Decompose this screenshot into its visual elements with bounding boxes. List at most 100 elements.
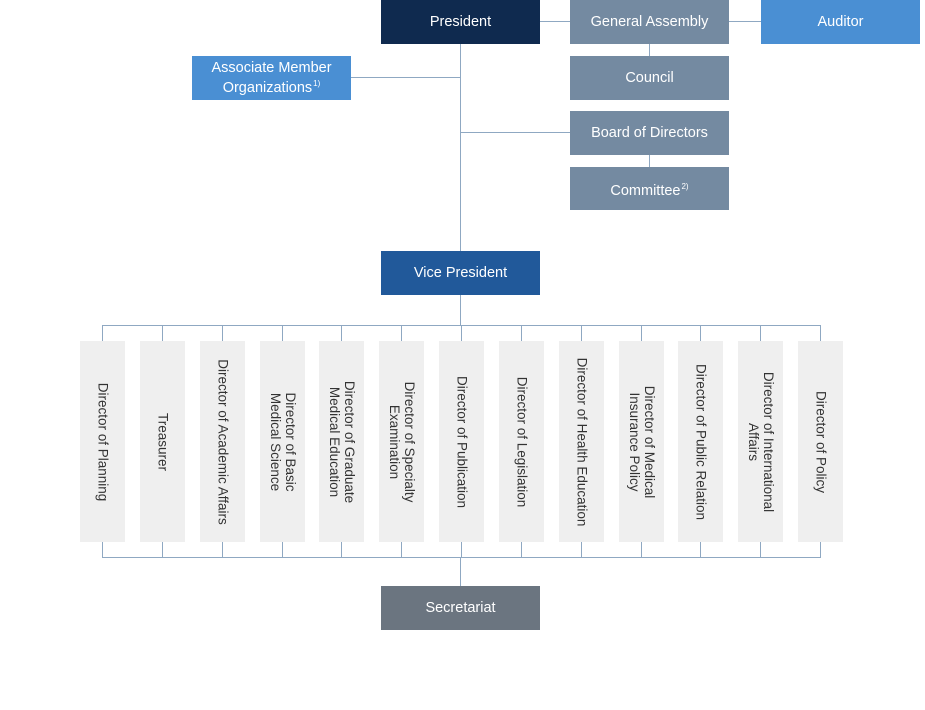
column-drop-top: [820, 325, 821, 341]
director-box: Treasurer: [140, 341, 185, 542]
director-label: Director of Health Education: [574, 347, 589, 537]
column-drop-top: [102, 325, 103, 341]
column-drop-bottom: [401, 542, 402, 558]
column-drop-bottom: [102, 542, 103, 558]
associate-footnote: 1): [313, 79, 321, 88]
director-label: Director of Legislation: [514, 347, 529, 537]
column-drop-top: [641, 325, 642, 341]
director-label-line1: Director of International: [760, 371, 776, 512]
committee-label: Committee2): [610, 181, 689, 199]
associate-member-box: Associate Member Organizations1): [192, 56, 351, 100]
director-label-line2: Examination: [386, 404, 402, 479]
director-label-line2: Insurance Policy: [626, 391, 642, 492]
column-drop-top: [700, 325, 701, 341]
director-label-line1: Director of Policy: [813, 390, 828, 493]
director-label: Director of Academic Affairs: [215, 347, 230, 537]
director-label-line1: Treasurer: [155, 412, 170, 471]
director-label-line2: Affairs: [745, 422, 761, 461]
column-drop-bottom: [162, 542, 163, 558]
connector-secretariat: [460, 557, 461, 586]
director-label-line1: Director of Graduate: [341, 380, 357, 503]
board-of-directors-box: Board of Directors: [570, 111, 729, 155]
auditor-label: Auditor: [817, 14, 864, 30]
director-label-line1: Director of Specialty: [401, 381, 417, 502]
director-label-line2: Medical Science: [267, 392, 283, 491]
auditor-box: Auditor: [761, 0, 920, 44]
president-label: President: [429, 14, 492, 30]
column-drop-top: [401, 325, 402, 341]
director-label-line2: Medical Education: [326, 386, 342, 497]
director-label: Director of Policy: [813, 347, 828, 537]
director-box: Director of Publication: [439, 341, 484, 542]
column-drop-bottom: [820, 542, 821, 558]
director-box: Director of Academic Affairs: [200, 341, 245, 542]
column-drop-top: [162, 325, 163, 341]
director-label-line1: Director of Medical: [641, 385, 657, 498]
committee-footnote: 2): [681, 181, 689, 191]
connector-president-assembly: [540, 21, 570, 22]
column-drop-top: [222, 325, 223, 341]
director-label-line1: Director of Planning: [95, 382, 110, 501]
column-drop-top: [581, 325, 582, 341]
director-box: Director of Legislation: [499, 341, 544, 542]
director-label: Treasurer: [155, 347, 170, 537]
associate-label-line2: Organizations1): [222, 79, 321, 96]
connector-assembly-council: [649, 44, 650, 56]
column-drop-bottom: [700, 542, 701, 558]
board-label: Board of Directors: [591, 125, 708, 141]
committee-box: Committee2): [570, 167, 729, 210]
council-box: Council: [570, 56, 729, 100]
director-label-line1: Director of Legislation: [514, 376, 529, 507]
secretariat-box: Secretariat: [381, 586, 540, 630]
column-drop-bottom: [341, 542, 342, 558]
vice-president-box: Vice President: [381, 251, 540, 295]
vice-president-label: Vice President: [413, 265, 508, 281]
director-label-line1: Director of Publication: [454, 375, 469, 508]
secretariat-label: Secretariat: [425, 600, 496, 616]
column-drop-top: [341, 325, 342, 341]
director-label-line1: Director of Academic Affairs: [215, 358, 230, 525]
column-drop-bottom: [581, 542, 582, 558]
associate-label-line1: Associate Member: [211, 60, 332, 76]
general-assembly-box: General Assembly: [570, 0, 729, 44]
connector-board-committee: [649, 155, 650, 167]
column-drop-top: [521, 325, 522, 341]
director-box: Director of Public Relation: [678, 341, 723, 542]
general-assembly-label: General Assembly: [590, 14, 709, 30]
director-label: Director of Planning: [95, 347, 110, 537]
column-drop-bottom: [282, 542, 283, 558]
president-box: President: [381, 0, 540, 44]
column-drop-bottom: [521, 542, 522, 558]
column-drop-bottom: [461, 542, 462, 558]
director-label-line1: Director of Health Education: [574, 357, 589, 526]
column-drop-top: [282, 325, 283, 341]
director-label-line1: Director of Basic: [282, 391, 298, 492]
connector-board: [461, 132, 570, 133]
connector-vp-down: [460, 295, 461, 326]
director-box: Director of Planning: [80, 341, 125, 542]
connector-president-trunk: [460, 44, 461, 251]
column-drop-top: [461, 325, 462, 341]
column-drop-bottom: [760, 542, 761, 558]
council-label: Council: [625, 70, 674, 86]
director-box: Director of Policy: [798, 341, 843, 542]
connector-associate: [351, 77, 461, 78]
director-label: Director of Public Relation: [693, 347, 708, 537]
column-drop-bottom: [222, 542, 223, 558]
connector-assembly-auditor: [729, 21, 761, 22]
director-label: Director of Publication: [454, 347, 469, 537]
director-label-line1: Director of Public Relation: [693, 363, 708, 520]
column-drop-top: [760, 325, 761, 341]
column-drop-bottom: [641, 542, 642, 558]
director-box: Director of Health Education: [559, 341, 604, 542]
